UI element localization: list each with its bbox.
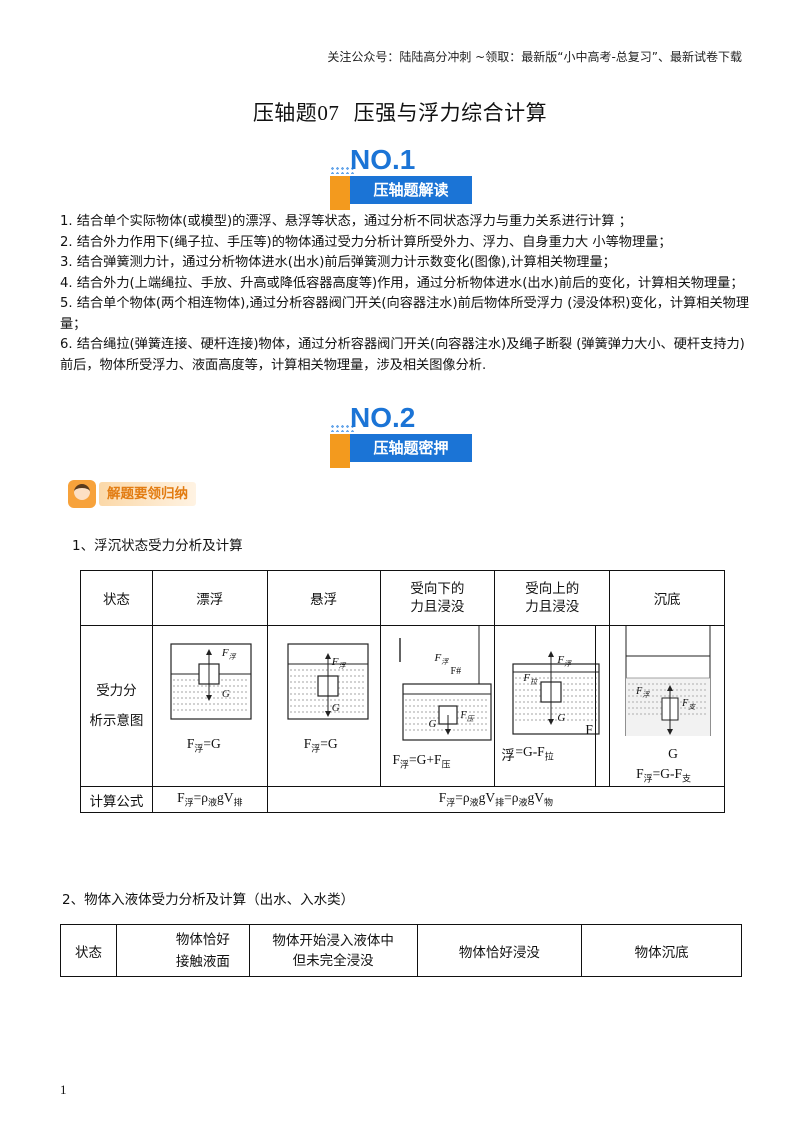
gravity-label: G [221, 688, 230, 700]
table-formula-row: 计算公式 F浮=ρ液gV排 F浮=ρ液gV排=ρ液gV物 [80, 786, 726, 813]
header-cell: 状态 [60, 924, 117, 977]
banner-no-label: NO.1 [350, 144, 416, 175]
tip-label: 解题要领归纳 [99, 482, 196, 506]
force-label: F浮 [636, 686, 650, 699]
header-cell: 漂浮 [151, 570, 268, 626]
sink-diagram-cell: F浮 F支 G F浮=G-F支 [609, 625, 725, 787]
header-cell: 状态 [80, 570, 153, 626]
banner-no2: NO.2 压轴题密押 [330, 402, 480, 470]
stray-label: F# [450, 666, 462, 677]
header-line: 物体恰好 [175, 931, 230, 948]
page-title: 压轴题07 压强与浮力综合计算 [0, 97, 800, 127]
banner-dots [330, 166, 356, 174]
header-cell: 物体恰好 接触液面 [115, 924, 250, 977]
header-cell: 悬浮 [266, 570, 381, 626]
banner-dots [330, 424, 356, 432]
header-line: 接触液面 [175, 953, 230, 970]
calc-formula-float: F浮=ρ液gV排 [151, 786, 268, 813]
calc-formula-general: F浮=ρ液gV排=ρ液gV物 [266, 786, 726, 813]
banner-no1: NO.1 压轴题解读 [330, 144, 480, 212]
header-cell: 物体沉底 [581, 924, 742, 977]
header-cell: 受向下的 力且浸没 [379, 570, 496, 626]
row-label: 计算公式 [80, 786, 153, 813]
header-cell: 受向上的 力且浸没 [494, 570, 611, 626]
inner-divider [595, 626, 597, 786]
sink-formula: F浮=G-F支 [636, 766, 692, 785]
intro-item: 1. 结合单个实际物体(或模型)的漂浮、悬浮等状态，通过分析不同状态浮力与重力关… [60, 214, 632, 229]
title-prefix: 压轴题 [252, 101, 318, 125]
suspend-formula: F浮=G [303, 736, 338, 755]
float-diagram-cell: F浮 G F浮=G [151, 625, 268, 787]
pull-up-diagram [512, 651, 600, 735]
title-number: 07 [317, 101, 340, 125]
pull-force-label: F拉 [523, 672, 538, 687]
suspend-diagram [287, 643, 369, 720]
banner-orange-bar [330, 434, 350, 468]
entry-state-table: 状态 物体恰好 接触液面 物体开始浸入液体中 但未完全浸没 物体恰好浸没 物体沉… [60, 924, 742, 977]
header-line: 物体开始浸入液体中 [272, 932, 394, 949]
float-sink-table: 状态 漂浮 悬浮 受向下的 力且浸没 受向上的 力且浸没 沉底 受力分 析示意图 [80, 570, 726, 813]
table-header-row: 状态 物体恰好 接触液面 物体开始浸入液体中 但未完全浸没 物体恰好浸没 物体沉… [60, 924, 742, 977]
intro-item: 4. 结合外力(上端绳拉、手放、升高或降低容器高度等)作用，通过分析物体进水(出… [60, 275, 744, 291]
push-down-formula: F浮=G+F压 [392, 752, 451, 771]
intro-list: 1. 结合单个实际物体(或模型)的漂浮、悬浮等状态，通过分析不同状态浮力与重力关… [60, 212, 750, 376]
banner-no-label: NO.2 [350, 402, 416, 433]
pull-up-diagram-cell: F浮 F拉 G =G-F拉 浮 F [494, 625, 610, 787]
table-diagram-row: 受力分 析示意图 [80, 625, 725, 787]
press-force-label: F压 [460, 710, 474, 723]
row-label: 受力分 析示意图 [80, 625, 153, 787]
pull-up-formula: =G-F拉 [515, 744, 554, 763]
push-down-diagram-cell: F浮 F# F压 G F浮=G+F压 [379, 625, 496, 787]
header-cell: 物体开始浸入液体中 但未完全浸没 [248, 924, 418, 977]
header-cell: 沉底 [609, 570, 725, 626]
sink-gravity-text: G [668, 746, 678, 761]
push-down-diagram [398, 626, 492, 741]
row-label-line: 受力分 [96, 683, 137, 699]
section-1-heading: 1、浮沉状态受力分析及计算 [72, 538, 243, 554]
section-2-heading: 2、物体入液体受力分析及计算（出水、入水类） [62, 892, 355, 908]
teacher-avatar-icon [68, 480, 96, 508]
force-label: F浮 [221, 647, 236, 662]
intro-item: 6. 结合绳拉(弹簧连接、硬杆连接)物体，通过分析容器阀门开关(向容器注水)及绳… [60, 337, 745, 373]
gravity-label: G [557, 712, 566, 724]
header-line: 但未完全浸没 [292, 952, 374, 969]
banner-title: 压轴题解读 [350, 176, 472, 204]
gravity-label: G [331, 702, 340, 714]
intro-item: 2. 结合外力作用下(绳子拉、手压等)的物体通过受力分析计算所受外力、浮力、自身… [60, 234, 672, 250]
intro-item: 5. 结合单个物体(两个相连物体),通过分析容器阀门开关(向容器注水)前后物体所… [60, 296, 750, 332]
sink-diagram [625, 626, 711, 736]
table-header-row: 状态 漂浮 悬浮 受向下的 力且浸没 受向上的 力且浸没 沉底 [80, 570, 725, 626]
force-label: F浮 [331, 656, 346, 671]
float-formula: F浮=G [186, 736, 221, 755]
tip-header: 解题要领归纳 [68, 480, 218, 510]
title-rest: 压强与浮力综合计算 [353, 101, 548, 125]
force-label: F浮 [557, 654, 572, 669]
banner-title: 压轴题密押 [350, 434, 472, 462]
pull-up-formula-sub: 浮 [501, 748, 515, 763]
page-number: 1 [60, 1082, 67, 1097]
stray-F: F [585, 722, 593, 737]
header-cell: 物体恰好浸没 [416, 924, 583, 977]
suspend-diagram-cell: F浮 G F浮=G [266, 625, 381, 787]
intro-item: 3. 结合弹簧测力计，通过分析物体进水(出水)前后弹簧测力计示数变化(图像),计… [60, 255, 616, 270]
banner-orange-bar [330, 176, 350, 210]
gravity-label: G [428, 718, 437, 730]
float-diagram [170, 643, 252, 720]
force-label: F浮 [434, 652, 449, 667]
support-force-label: F支 [682, 698, 696, 711]
row-label-line: 析示意图 [89, 713, 144, 729]
top-note: 关注公众号：陆陆高分冲刺 ~领取：最新版“小中高考-总复习”、最新试卷下载 [327, 50, 742, 64]
